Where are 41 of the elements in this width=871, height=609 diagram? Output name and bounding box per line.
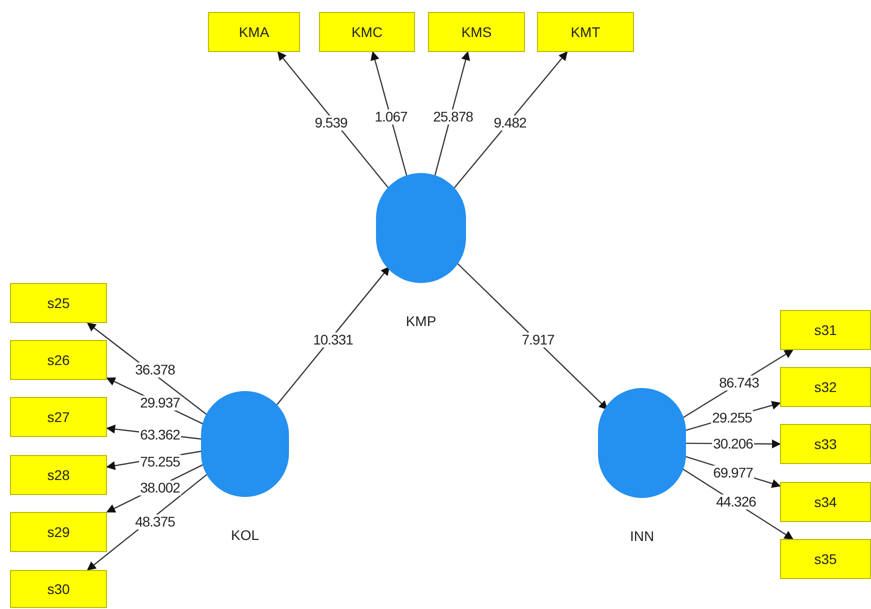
indicator-box: s34 xyxy=(780,482,871,522)
construct-label: KOL xyxy=(230,526,259,545)
indicator-box: s28 xyxy=(10,455,107,495)
arrow xyxy=(370,51,408,176)
edge-label: 30.206 xyxy=(712,436,754,452)
edge-label: 36.378 xyxy=(134,362,176,378)
edge-label: 1.067 xyxy=(374,110,408,124)
edge-label: 63.362 xyxy=(139,428,181,442)
arrow xyxy=(456,262,608,410)
construct-label: KMP xyxy=(406,312,436,331)
indicator-box: s33 xyxy=(780,424,871,464)
indicator-box: s31 xyxy=(780,310,871,350)
edge-label: 86.743 xyxy=(718,376,760,390)
edge-label: 9.482 xyxy=(492,116,528,130)
indicator-box: s32 xyxy=(780,367,871,407)
indicator-box: KMT xyxy=(537,12,634,52)
indicator-box: KMC xyxy=(319,12,415,52)
indicator-box: s26 xyxy=(10,340,107,380)
edge-label: 75.255 xyxy=(139,454,181,470)
edge-label: 69.977 xyxy=(712,466,754,480)
indicator-box: s25 xyxy=(10,283,107,323)
edge-label: 10.331 xyxy=(312,332,354,348)
indicator-box: s27 xyxy=(10,397,107,437)
arrow xyxy=(275,266,390,407)
arrow xyxy=(434,51,470,176)
edge-label: 48.375 xyxy=(134,514,176,530)
indicator-box: KMA xyxy=(208,12,300,52)
edge-label: 29.937 xyxy=(139,396,181,410)
edge-label: 38.002 xyxy=(139,480,181,496)
arrow xyxy=(277,51,390,190)
indicator-box: s30 xyxy=(10,570,107,608)
edge-label: 9.539 xyxy=(314,116,348,130)
indicator-box: KMS xyxy=(428,12,525,52)
edge-label: 7.917 xyxy=(520,332,556,348)
edge-label: 29.255 xyxy=(711,410,753,426)
indicator-box: s35 xyxy=(780,539,871,579)
edge-label: 25.878 xyxy=(432,110,474,124)
construct-label: INN xyxy=(630,527,654,546)
indicator-box: s29 xyxy=(10,512,107,552)
edge-label: 44.326 xyxy=(715,494,757,510)
arrow xyxy=(452,51,568,190)
